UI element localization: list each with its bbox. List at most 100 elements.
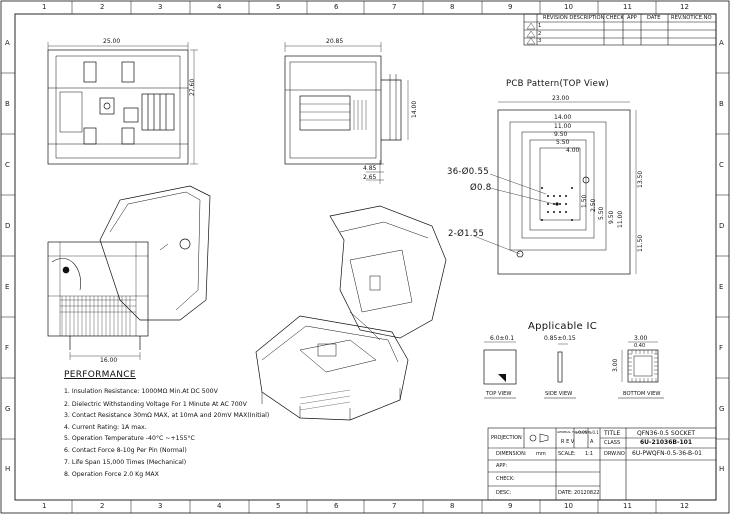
zone-label-bottom-3: 3 (158, 502, 163, 510)
dim-top-height: 27.60 (189, 78, 196, 96)
tb-general-tolerance: GENERAL TOLERANCE (557, 430, 591, 434)
applicable-ic-title: Applicable IC (528, 321, 598, 332)
pcb-dim-h-0: 23.00 (552, 95, 570, 102)
pcb-dim-v-bottom: 11.50 (637, 234, 644, 252)
pcb-dim-v-0: 13.50 (637, 170, 644, 188)
pcb-dim-v-4: 9.50 (608, 210, 615, 224)
zone-label-bottom-4: 4 (217, 502, 222, 510)
pcb-pattern (473, 101, 637, 275)
tb-desc-label: DESC: (496, 490, 512, 496)
zone-label-right-g: G (719, 405, 725, 413)
ic-dim-side: 0.85±0.15 (544, 335, 576, 342)
dim-side-height: 14.00 (411, 100, 418, 118)
zone-label-top-11: 11 (623, 3, 632, 11)
socket-isometric-view (255, 205, 447, 421)
zone-label-right-a: A (719, 39, 724, 47)
tb-projection: PROJECTION (491, 435, 522, 441)
zone-label-bottom-7: 7 (392, 502, 397, 510)
dim-side-h1: 4.85 (363, 165, 377, 172)
dim-top-width: 25.00 (103, 38, 121, 45)
zone-label-top-1: 1 (42, 3, 47, 11)
pcb-dim-h-1: 14.00 (554, 114, 572, 121)
zone-label-right-h: H (719, 465, 725, 473)
tb-rev-value: A (590, 439, 594, 445)
zone-label-top-6: 6 (334, 3, 339, 11)
revision-row-1: 1 (538, 23, 542, 29)
zone-label-bottom-8: 8 (450, 502, 455, 510)
zone-label-top-4: 4 (217, 3, 222, 11)
pcb-hole-b-label: Ø0.8 (470, 183, 492, 193)
pcb-dim-v-5: 11.00 (617, 210, 624, 228)
revision-header-notice: REV.NOTICE.NO (671, 15, 712, 21)
tb-date-label: DATE: (558, 490, 573, 496)
tb-dimension-label: DIMENSION: (496, 451, 527, 457)
zone-label-top-9: 9 (508, 3, 513, 11)
performance-item-8: 8. Operation Force 2.0 Kg MAX (64, 471, 159, 478)
zone-label-bottom-12: 12 (680, 502, 689, 510)
tb-rev: R E V (561, 439, 575, 445)
zone-label-right-c: C (719, 161, 724, 169)
tb-date-value: 20120822 (574, 490, 600, 496)
performance-item-1: 1. Insulation Resistance: 1000MΩ Min.At … (64, 388, 218, 395)
performance-item-2: 2. Dielectric Withstanding Voltage For 1… (64, 401, 247, 408)
performance-title: PERFORMANCE (64, 370, 136, 380)
performance-item-4: 4. Current Rating: 1A max. (64, 424, 147, 431)
pcb-pattern-title: PCB Pattern(TOP View) (506, 79, 609, 89)
revision-header-description: REVISION DESCRIPTION (543, 15, 605, 21)
pcb-dim-h-5: 4.00 (566, 147, 580, 154)
tb-tol-a: ±0.05 (575, 430, 588, 435)
pcb-hole-a-label: 36-Ø0.55 (447, 167, 489, 177)
zone-label-bottom-1: 1 (42, 502, 47, 510)
zone-label-left-c: C (5, 161, 10, 169)
zone-label-left-h: H (5, 465, 11, 473)
zone-label-top-7: 7 (392, 3, 397, 11)
zone-label-left-g: G (5, 405, 11, 413)
revision-header-app: APP (627, 15, 637, 21)
dim-section-width: 16.00 (100, 357, 118, 364)
ic-view-top-label: TOP VIEW (486, 391, 512, 397)
pcb-dim-h-2: 11.00 (554, 123, 572, 130)
pcb-dim-h-3: 9.50 (554, 131, 568, 138)
applicable-ic-drawing (483, 341, 664, 399)
performance-item-5: 5. Operation Temperature -40°C ~+155°C (64, 435, 195, 442)
zone-label-top-10: 10 (564, 3, 573, 11)
zone-label-top-8: 8 (450, 3, 455, 11)
zone-label-left-b: B (5, 100, 10, 108)
tb-class-label: CLASS (604, 440, 621, 446)
title-block (487, 427, 717, 501)
zone-label-bottom-2: 2 (100, 502, 105, 510)
tb-class-value: 6U-21036B-101 (640, 439, 692, 446)
tb-dimension-unit: mm (536, 451, 546, 457)
ic-dim-top: 6.0±0.1 (490, 335, 515, 342)
revision-table (523, 13, 717, 46)
revision-row-2: 2 (538, 31, 542, 37)
zone-label-bottom-5: 5 (276, 502, 281, 510)
revision-row-3: 3 (538, 38, 542, 44)
zone-label-top-3: 3 (158, 3, 163, 11)
tb-title-label: TITLE (604, 430, 621, 437)
socket-section-view (47, 185, 211, 360)
tb-scale-label: SCALE: (558, 451, 576, 457)
socket-top-view (47, 42, 198, 165)
ic-dim-bottom-a: 3.00 (634, 335, 648, 342)
zone-label-right-f: F (719, 344, 724, 352)
ic-dim-bottom-c: 3.00 (612, 358, 619, 372)
pcb-hole-c-label: 2-Ø1.55 (448, 229, 485, 239)
tb-drw-label: DRW.NO (604, 451, 625, 457)
pcb-dim-h-4: 5.50 (556, 139, 570, 146)
socket-side-view (284, 42, 409, 184)
zone-label-left-d: D (5, 222, 11, 230)
zone-label-bottom-11: 11 (623, 502, 632, 510)
ic-dim-bottom-b: 0.40 (634, 343, 646, 349)
dim-side-h2: 2.65 (363, 174, 377, 181)
tb-check-label: CHECK: (496, 476, 515, 482)
zone-label-left-a: A (5, 39, 10, 47)
tb-title-value: QFN36-0.5 SOCKET (637, 430, 696, 437)
zone-label-top-2: 2 (100, 3, 105, 11)
dim-side-width: 20.85 (326, 38, 344, 45)
tb-app-label: APP: (496, 463, 508, 469)
zone-label-right-d: D (719, 222, 725, 230)
